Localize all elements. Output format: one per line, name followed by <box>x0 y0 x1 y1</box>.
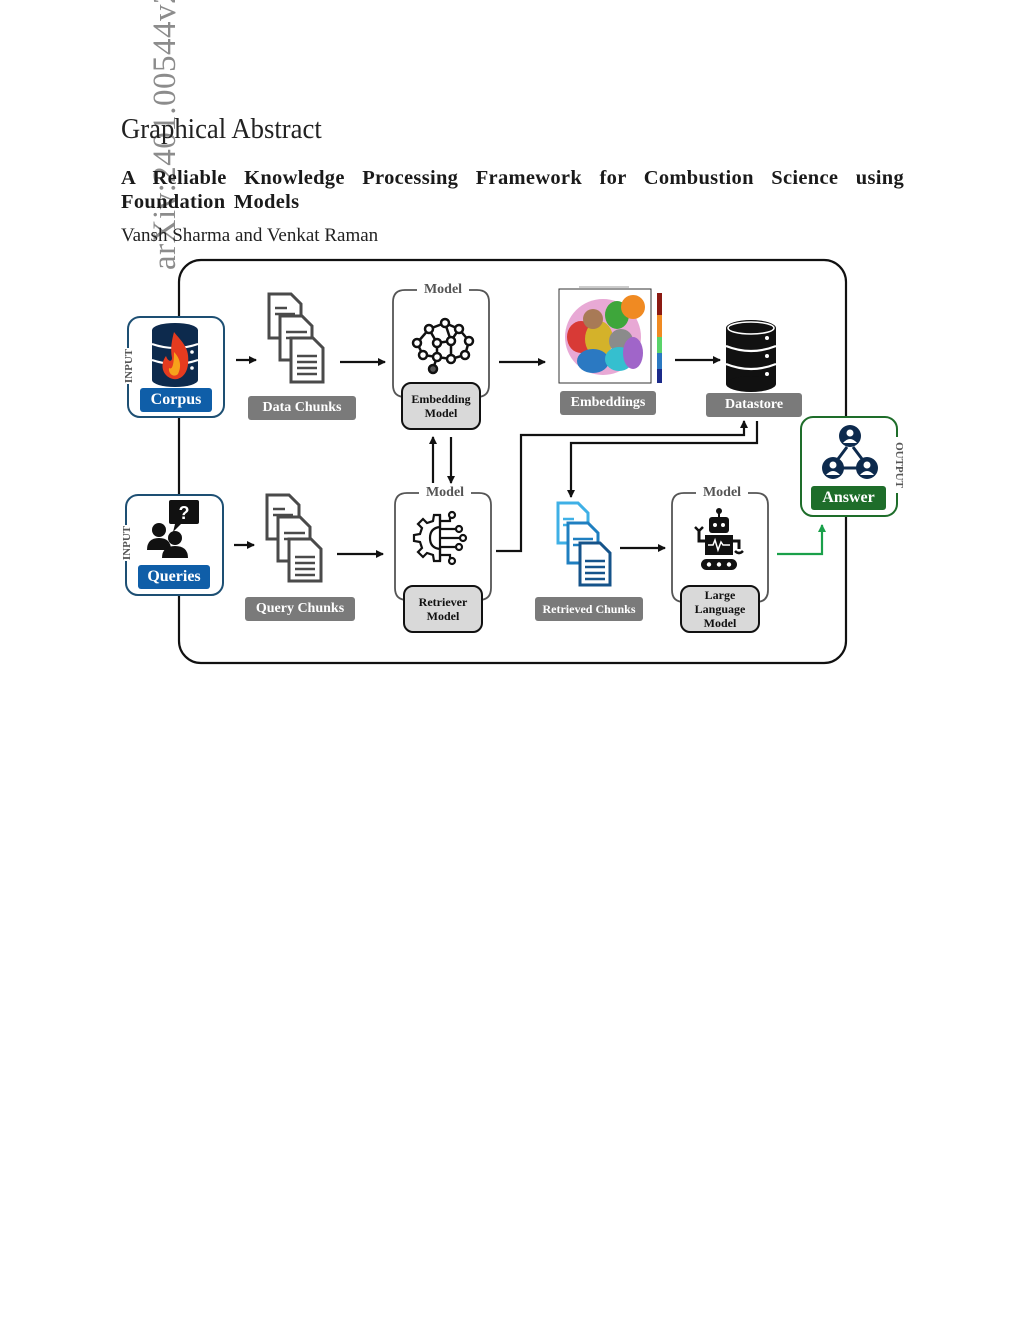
retrieved-chunks-label: Retrieved Chunks <box>535 597 643 621</box>
corpus-input-label: INPUT <box>122 348 136 384</box>
svg-text:?: ? <box>179 503 190 523</box>
documents-stack-icon <box>265 493 323 583</box>
data-chunks-label: Data Chunks <box>248 396 356 420</box>
queries-input-label: INPUT <box>120 525 134 561</box>
neural-network-icon <box>411 317 475 375</box>
scatter-plot-icon <box>558 286 662 384</box>
blue-documents-stack-icon <box>556 501 612 587</box>
answer-badge: Answer <box>811 486 886 510</box>
llm-line3: Model <box>703 616 737 630</box>
retriever-model-line1: Retriever <box>418 595 468 609</box>
datastore-label: Datastore <box>706 393 802 417</box>
corpus-badge: Corpus <box>140 388 212 412</box>
robot-icon <box>694 508 744 570</box>
flow-arrows <box>234 356 759 558</box>
paper-title: A Reliable Knowledge Processing Framewor… <box>121 167 904 213</box>
users-question-icon: ? <box>147 500 199 558</box>
embedding-model-pill: Embedding Model <box>401 382 481 430</box>
embedding-model-tag: Model <box>417 282 469 298</box>
section-title: Graphical Abstract <box>121 113 322 145</box>
arrow-retriever-to-datastore <box>496 420 748 553</box>
llm-line2: Language <box>694 602 746 616</box>
embedding-model-line2: Model <box>424 406 458 420</box>
llm-model-tag: Model <box>696 485 748 501</box>
llm-line1: Large <box>704 588 736 602</box>
arrow-datastore-to-retrieved <box>567 421 759 498</box>
llm-model-pill: Large Language Model <box>680 585 760 633</box>
embeddings-label: Embeddings <box>560 391 656 415</box>
user-network-icon <box>822 425 878 479</box>
query-chunks-label: Query Chunks <box>245 597 355 621</box>
rag-framework-diagram: ? <box>115 255 906 670</box>
embedding-model-line1: Embedding <box>411 392 471 406</box>
retriever-model-line2: Model <box>426 609 460 623</box>
database-flame-icon <box>151 323 199 387</box>
gear-circuit-icon <box>412 510 468 566</box>
queries-badge: Queries <box>138 565 210 589</box>
diagram-canvas: ? <box>125 258 898 665</box>
answer-output-label: OUTPUT <box>892 437 906 493</box>
database-icon <box>725 320 777 392</box>
retriever-model-pill: Retriever Model <box>403 585 483 633</box>
arrow-llm-to-answer <box>777 524 826 556</box>
authors: Vansh Sharma and Venkat Raman <box>121 225 379 246</box>
retriever-model-tag: Model <box>419 485 471 501</box>
documents-stack-icon <box>267 292 325 384</box>
